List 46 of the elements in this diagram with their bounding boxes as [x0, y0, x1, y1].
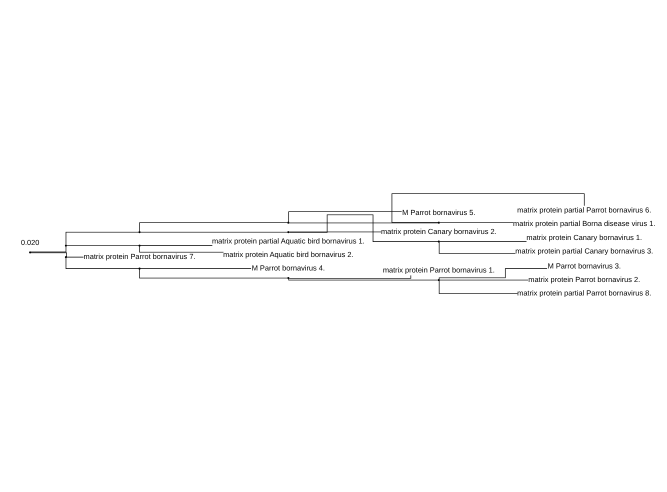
node-text: matrix protein Parrot bornavirus 2.	[528, 274, 640, 284]
connector	[140, 268, 252, 269]
node-text: matrix protein Aquatic bird bornavirus 2.	[223, 250, 354, 259]
connector	[438, 280, 518, 294]
node-text: M Parrot bornavirus 4.	[252, 263, 325, 272]
node-text: matrix protein Canary bornavirus 2.	[380, 227, 497, 236]
node-text: matrix protein partial Parrot bornavirus 6.	[517, 205, 652, 214]
node-point	[438, 222, 440, 224]
connector	[66, 256, 84, 258]
node-text: matrix protein partial Canary bornavirus 3.	[515, 246, 654, 256]
node-text: matrix protein partial Parrot bornavirus 8.	[517, 288, 652, 298]
connector	[140, 245, 213, 246]
connector	[139, 269, 288, 278]
connector	[66, 245, 139, 246]
node-text: M Parrot bornavirus 3.	[548, 261, 621, 270]
connector	[288, 214, 438, 242]
node-point	[64, 256, 67, 258]
node-point	[438, 240, 440, 243]
label: 0.020	[20, 238, 40, 247]
node-point	[138, 231, 141, 234]
node-point	[138, 268, 141, 270]
node-point	[287, 231, 290, 234]
node-point	[64, 244, 67, 247]
connector	[139, 246, 224, 252]
connector	[139, 222, 288, 232]
connector	[439, 222, 514, 224]
node-point	[138, 244, 141, 247]
connector	[288, 278, 438, 280]
node-text: matrix protein Parrot bornavirus 1.	[382, 266, 495, 275]
connector	[288, 222, 438, 224]
node-point	[438, 279, 440, 282]
node-point	[287, 222, 290, 224]
connector	[66, 232, 140, 246]
connector	[66, 258, 140, 269]
node-text: matrix protein partial Borna disease virus 1.	[513, 218, 656, 228]
node-text: matrix protein Parrot bornavirus 7.	[84, 252, 196, 262]
node-text: M Parrot bornavirus 5.	[402, 208, 476, 218]
connector	[288, 275, 412, 279]
node-text: matrix protein partial Aquatic bird bornavirus 1.	[212, 236, 365, 246]
connector	[438, 242, 516, 254]
connector	[439, 241, 527, 242]
node-point	[29, 251, 32, 254]
node-point	[287, 276, 290, 280]
node-text: matrix protein Canary bornavirus 1.	[526, 233, 642, 242]
connector	[288, 211, 402, 222]
connector	[438, 268, 548, 280]
